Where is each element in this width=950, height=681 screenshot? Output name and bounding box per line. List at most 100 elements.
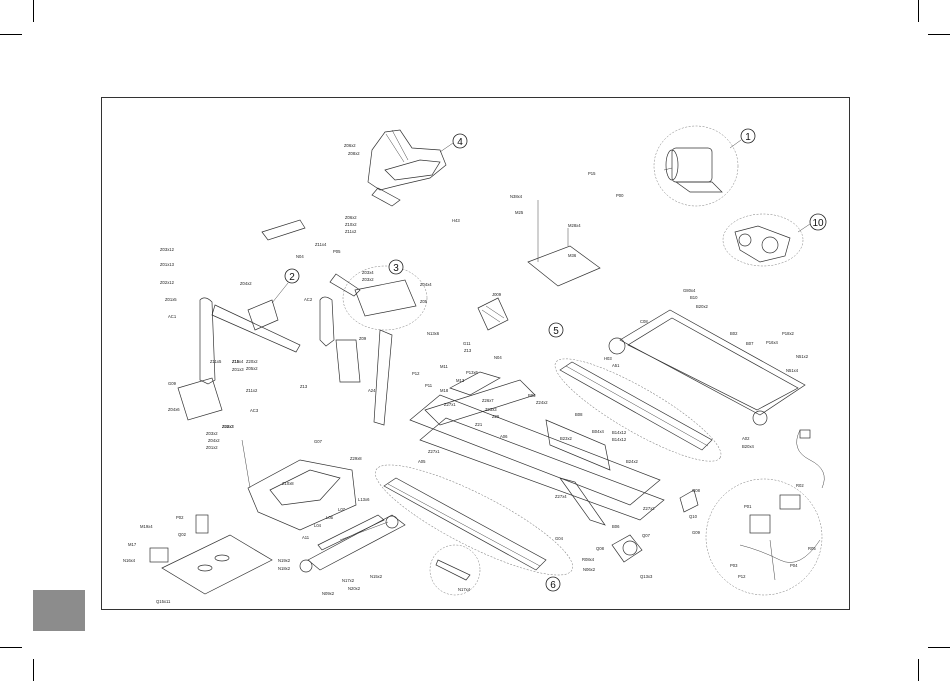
part-label: Z29x8: [350, 456, 362, 461]
part-label: Z04x2: [208, 438, 220, 443]
callout-number: 2: [289, 272, 295, 283]
part-label: P05: [333, 249, 341, 254]
part-label: Z01x3: [232, 367, 244, 372]
part-label: Z03x2: [206, 431, 218, 436]
part-label: H03: [604, 356, 612, 361]
part-label: B06: [612, 524, 620, 529]
part-label: Z13: [464, 348, 472, 353]
part-label: B04x4: [592, 429, 605, 434]
part-label: Z11x2: [246, 388, 258, 393]
part-label: B10: [690, 295, 698, 300]
part-label: C08: [640, 319, 648, 324]
callout-3: 3: [388, 259, 404, 275]
left-upright-assembly: [177, 219, 306, 421]
part-label: Z10x2: [345, 222, 357, 227]
crop-mark: [918, 659, 919, 681]
part-label: Z08x2: [348, 151, 360, 156]
part-label: Z05x2: [246, 366, 258, 371]
callout-4: 4: [439, 133, 468, 153]
part-label: Z27x1: [428, 449, 440, 454]
part-label: P12: [738, 574, 746, 579]
callout-number: 5: [553, 326, 559, 337]
part-label: A24: [368, 388, 376, 393]
part-label: Z11x4: [315, 242, 327, 247]
part-label: Z01x5: [165, 297, 177, 302]
part-label: Z27x1: [444, 402, 456, 407]
part-label: Z03x4: [362, 270, 374, 275]
part-label: Z13: [300, 384, 308, 389]
crop-mark: [928, 34, 950, 35]
part-label: G09: [168, 381, 177, 386]
part-label: Q15x11: [156, 599, 171, 604]
motor-detail: [653, 125, 739, 207]
part-label: B24x2: [626, 459, 639, 464]
part-label: Z20x2: [246, 359, 258, 364]
part-label: Z02x12: [160, 280, 175, 285]
page-tab: [33, 590, 85, 631]
part-label: Z09: [359, 336, 367, 341]
part-label: N20x2: [348, 586, 361, 591]
part-label: Z01x2: [206, 445, 218, 450]
part-label: Z27x4: [555, 494, 567, 499]
part-label: Z04x6: [168, 407, 180, 412]
part-label: P00: [616, 193, 624, 198]
motor-pulley: [611, 534, 643, 563]
right-upright-assembly: [319, 265, 428, 426]
screw-detail: [429, 544, 481, 596]
part-label: Q07: [642, 533, 651, 538]
part-label: P13x6: [466, 370, 479, 375]
console-handle-assembly: [367, 129, 447, 207]
part-label: Z26x7: [482, 398, 494, 403]
roller-bracket-detail: [722, 213, 804, 267]
main-frame: [409, 371, 665, 526]
part-label: N38x4: [510, 194, 523, 199]
part-label: G07: [314, 439, 323, 444]
part-label: Q13x3: [640, 574, 653, 579]
deck-rail: [554, 358, 722, 462]
part-label: R05: [808, 546, 816, 551]
part-label: A05: [418, 459, 426, 464]
part-labels: Z06x2 Z08x2 Z06x2 Z10x2 Z11x2 Z11x4 H43 …: [123, 143, 816, 604]
part-label: N51x2: [796, 354, 809, 359]
part-label: N15x2: [370, 574, 383, 579]
part-label: B20x4: [742, 444, 755, 449]
part-label: N18x2: [278, 566, 291, 571]
part-label: M28x4: [568, 223, 581, 228]
part-label: N19x2: [278, 558, 291, 563]
callout-5: 5: [548, 322, 564, 338]
part-label: A51: [612, 363, 620, 368]
part-label: Z27x2: [643, 506, 655, 511]
part-label: M25: [515, 210, 524, 215]
part-label: B07: [746, 341, 754, 346]
crop-mark: [918, 0, 919, 22]
part-label: Z03x12: [160, 247, 175, 252]
part-label: B03: [528, 393, 536, 398]
part-label: AC2: [304, 297, 313, 302]
part-label: Z11x4: [232, 359, 244, 364]
part-label: Z04x4: [420, 282, 432, 287]
part-label: Q02: [178, 532, 187, 537]
part-label: Q08: [596, 546, 605, 551]
callout-10: 10: [797, 213, 827, 233]
part-label: Z01x13: [160, 262, 175, 267]
part-label: P12: [412, 371, 420, 376]
part-label: P11: [425, 383, 433, 388]
part-label: Z21: [475, 422, 483, 427]
part-label: P04: [790, 563, 798, 568]
callout-1: 1: [729, 128, 756, 149]
part-label: L05: [326, 515, 334, 520]
part-label: L07: [338, 507, 346, 512]
callout-2: 2: [271, 268, 300, 304]
callout-number: 4: [457, 137, 463, 148]
controller-board: [477, 297, 509, 331]
part-label: AC3: [250, 408, 259, 413]
part-label: N13x6: [427, 331, 440, 336]
part-label: Z23x3: [485, 407, 497, 412]
running-deck: [608, 309, 806, 426]
part-label: AC1: [168, 314, 177, 319]
crop-mark: [928, 647, 950, 648]
incline-frame: [299, 514, 406, 573]
part-label: Z19: [232, 359, 240, 364]
callout-6: 6: [545, 576, 561, 592]
